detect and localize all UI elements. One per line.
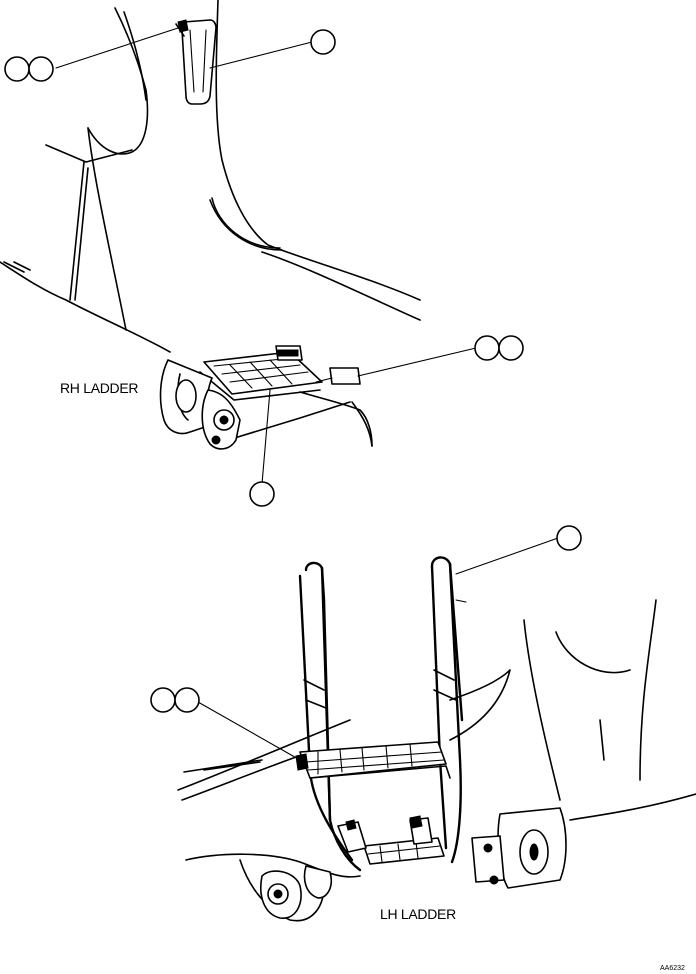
rh-callout-bubbles [4,29,524,507]
figure-code: AA6232 [660,965,685,972]
callout-bubble-rh-handrail-b [28,56,54,82]
callout-bubble-lh-step-a [150,687,176,713]
callout-bubble-lh-step-b [174,687,200,713]
callout-bubble-lh-ladder-a [556,525,582,551]
rh-ladder-view: RH LADDER [0,0,524,507]
rh-handrail [175,19,217,105]
lh-leader-lines [197,537,559,761]
callout-bubble-rh-step-a [474,335,500,361]
lh-machine-body-outline [177,599,696,922]
lh-upper-step [295,741,451,779]
callout-bubble-rh-handrail-c [310,29,336,55]
rh-ladder-label: RH LADDER [60,380,138,396]
callout-bubble-rh-step-b [498,335,524,361]
rh-leader-lines [55,27,477,485]
lh-ladder-rails [298,556,467,872]
lh-ladder-label: LH LADDER [380,906,456,922]
callout-bubble-rh-step-c [249,481,275,507]
rh-step-assembly [159,345,361,450]
lh-hinge-brackets [260,807,567,919]
rh-machine-body-outline [0,0,421,447]
lh-ladder-view: LH LADDER [150,525,696,922]
callout-bubble-rh-handrail-a [4,56,30,82]
lh-lower-step [337,815,445,865]
lh-callout-bubbles [150,525,582,713]
